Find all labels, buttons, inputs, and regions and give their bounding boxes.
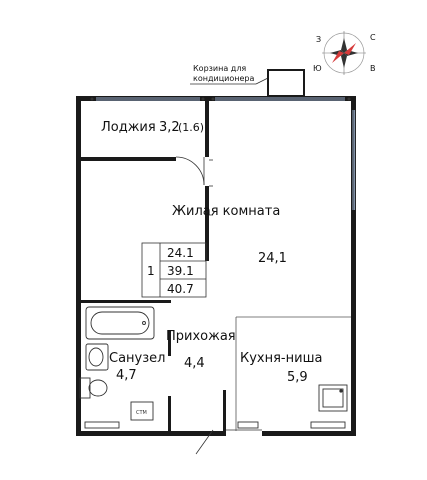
area-summary-table: 1 24.1 39.1 40.7 [141,242,207,298]
ac-basket-label-line2: кондиционера [193,74,254,83]
bathtub [85,306,155,340]
loggia-door [175,156,213,216]
toilet [79,377,108,399]
ac-basket-label-line1: Корзина для [193,64,246,73]
hall-area: 4,4 [184,356,205,371]
summary-rooms-count: 1 [147,264,155,278]
living-room-name: Жилая комната [172,204,280,219]
kitchen-niche-outline [235,316,351,431]
compass-rose: С Ю З В [313,31,376,75]
ac-basket: Корзина для кондиционера [190,64,305,97]
window-markers [90,97,351,101]
bathroom-sink [85,343,109,371]
loggia-name: Лоджия [101,120,156,135]
bathroom-area: 4,7 [116,368,137,383]
summary-total-with-loggia: 40.7 [167,282,194,296]
summary-total-area: 39.1 [167,264,194,278]
walls [76,96,356,436]
compass-label-e: В [370,64,376,73]
summary-living-area: 24.1 [167,246,194,260]
washing-machine: СТМ [130,401,154,421]
compass-label-n: С [370,33,376,42]
compass-label-s: Ю [313,64,322,73]
living-room-area: 24,1 [258,251,287,266]
bathroom-name: Санузел [109,351,165,366]
radiators [84,421,346,429]
kitchen-name: Кухня-ниша [240,351,322,366]
kitchen-area: 5,9 [287,370,308,385]
compass-label-w: З [316,35,321,44]
svg-text:СТМ: СТМ [136,410,147,416]
hall-name: Прихожая [166,329,236,344]
loggia-area-alt: (1.6) [178,121,204,134]
entrance-door [195,429,262,455]
kitchen-stove [318,384,348,412]
windows [96,97,356,210]
loggia-area: 3,2 [159,120,180,135]
